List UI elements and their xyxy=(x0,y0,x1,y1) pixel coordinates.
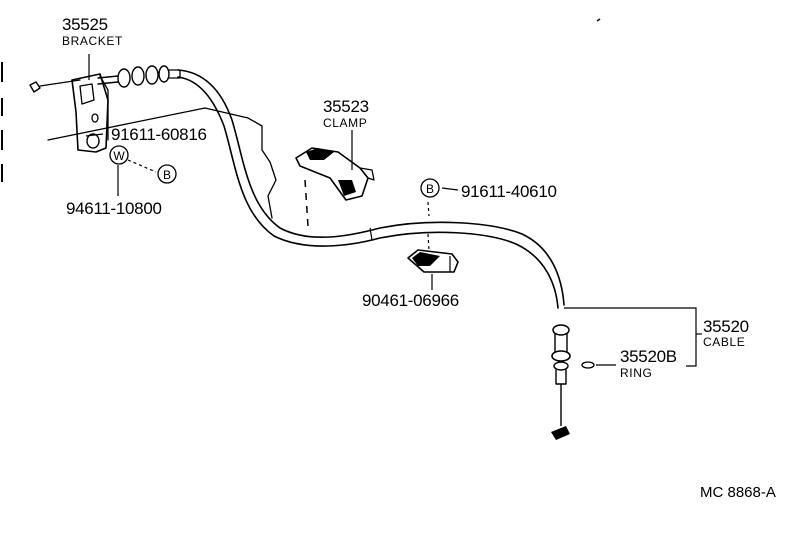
cable-sleeve-mark xyxy=(369,227,373,241)
bracket-part-name: BRACKET xyxy=(62,34,123,48)
body-panel-dash xyxy=(304,179,309,227)
ring-part-number: 35520B xyxy=(620,347,677,366)
cable-part-number: 35520 xyxy=(703,317,749,336)
cable-end-wire-left xyxy=(39,79,81,87)
clip-part xyxy=(407,249,459,273)
ring-part-name: RING xyxy=(620,366,652,380)
ring-part xyxy=(581,361,595,369)
bolt-symbol-left: B xyxy=(157,164,177,184)
body-panel-outline xyxy=(47,107,277,219)
cable-part-name: CABLE xyxy=(703,335,745,349)
cable-adjuster-nut xyxy=(117,65,181,88)
cable-inner-line xyxy=(177,76,559,309)
bracket-part-number: 35525 xyxy=(62,15,108,34)
bracket-part xyxy=(71,73,109,153)
clamp-part-name: CLAMP xyxy=(323,116,367,130)
stray-mark xyxy=(596,18,601,22)
clip-part-number: 90461-06966 xyxy=(362,291,459,310)
cable-outer-line xyxy=(177,69,565,306)
bolt-upper-part-number: 91611-60816 xyxy=(111,125,207,144)
bolt-symbol-left-letter: B xyxy=(163,168,171,182)
bolt-right-part-number: 91611-40610 xyxy=(461,182,557,201)
clamp-part-number: 35523 xyxy=(323,97,369,116)
clamp-part xyxy=(295,147,375,201)
washer-part-number: 94611-10800 xyxy=(66,199,162,218)
catalog-code: MC 8868-A xyxy=(700,484,776,501)
cable-end-hook xyxy=(29,81,41,93)
bolt-symbol-right: B xyxy=(420,178,440,198)
leader-lines xyxy=(85,54,702,367)
washer-symbol: W xyxy=(109,145,129,165)
bolt-symbol-right-letter: B xyxy=(426,182,434,196)
washer-symbol-letter: W xyxy=(113,149,125,163)
cable-lower-fitting xyxy=(551,324,571,440)
cable-assembly xyxy=(29,65,595,440)
